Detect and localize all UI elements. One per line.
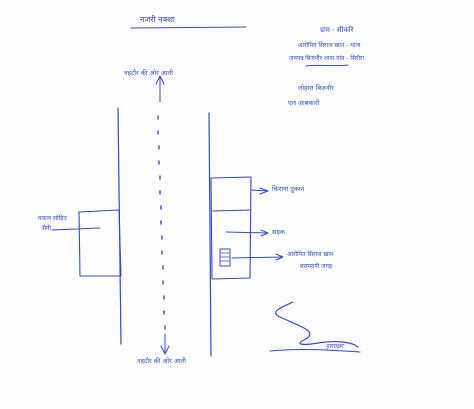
marker-label-1: आरोपित सिराज खान bbox=[287, 251, 334, 258]
signature-squiggle bbox=[275, 301, 359, 348]
marker-label-2: बरामदगी जगह bbox=[300, 263, 333, 270]
road-bottom-label: नहटौर की ओर आती bbox=[137, 357, 186, 365]
marker-pointer bbox=[231, 256, 284, 259]
signature-text: हस्ताक्षर bbox=[326, 343, 344, 350]
top-arrow-head bbox=[155, 75, 165, 85]
header-district: जनपद बिजनौर थाना गांव - सिरौरा bbox=[289, 55, 365, 62]
right-building-divider bbox=[212, 209, 252, 212]
marker-box bbox=[219, 248, 231, 267]
right-building-box bbox=[210, 176, 252, 280]
left-house-label-2: सैनी bbox=[42, 225, 51, 232]
signature-underline bbox=[269, 348, 361, 353]
left-house-box bbox=[78, 209, 122, 277]
header-accused: आरोपित सिराज खान - थाना bbox=[298, 42, 361, 49]
header-station: लोहारा बिजनौर bbox=[298, 84, 334, 92]
page-title: नजरी नक्शा bbox=[140, 15, 175, 24]
right-header-underline bbox=[305, 64, 349, 67]
road-centre-dots bbox=[157, 115, 166, 330]
road-side-label: सड़क bbox=[272, 228, 285, 236]
header-excise: एल आबकारी bbox=[288, 99, 320, 107]
left-house-pointer bbox=[51, 227, 101, 231]
title-underline bbox=[130, 26, 247, 29]
bottom-arrow-head bbox=[160, 345, 170, 355]
road-side-pointer bbox=[225, 231, 269, 234]
left-house-label-1: मकान सोहित bbox=[38, 215, 67, 222]
header-village: ग्राम - सीकरि bbox=[320, 26, 354, 34]
building-pointer bbox=[251, 189, 269, 192]
road-right-edge bbox=[208, 112, 212, 357]
building-label: किराना दुकान bbox=[272, 185, 305, 193]
road-top-label: नहटौर की ओर आती bbox=[124, 69, 173, 77]
